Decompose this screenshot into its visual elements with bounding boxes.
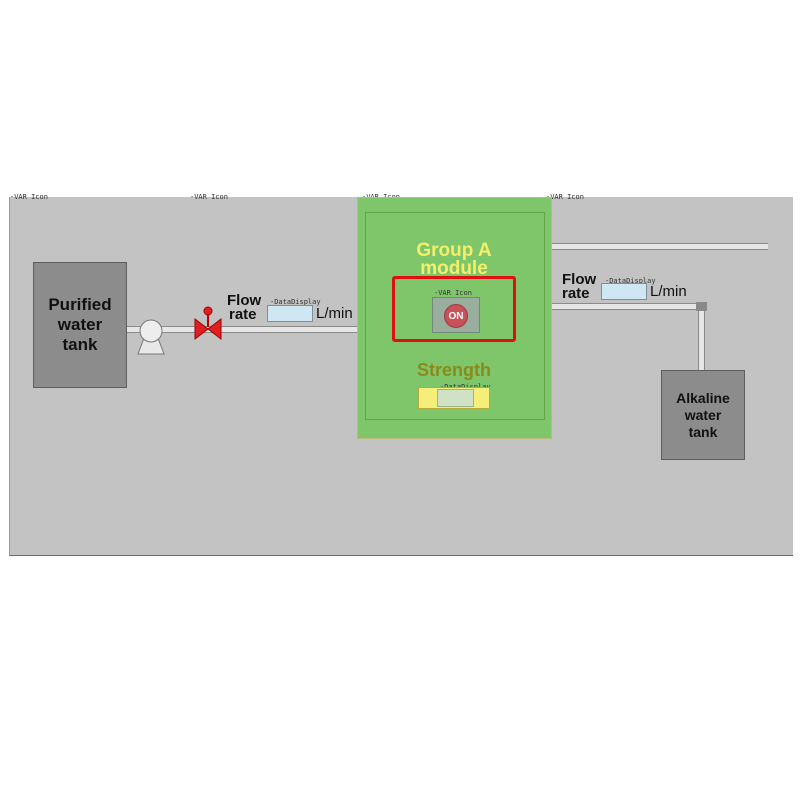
selection-highlight [392,276,516,342]
valve-icon[interactable] [193,305,223,343]
on-button[interactable]: ON [444,304,468,328]
module-title-line: module [420,258,488,279]
flow-label-line: rate [562,285,590,302]
tank-label: water [57,315,103,334]
pipe-elbow [696,302,707,311]
module-title-line: Group A [416,240,492,261]
strength-value-box [437,389,474,407]
module-title: Group A module [365,238,543,282]
tank-label: Purified [48,295,112,314]
purified-water-tank: Purified water tank [33,262,127,388]
flow-rate-label: Flow rate [227,292,262,323]
pump-icon[interactable] [132,318,170,358]
inlet-pipe [126,326,358,333]
tank-label: tank [688,423,718,440]
alkaline-water-tank: Alkaline water tank [661,370,745,460]
tank-label: water [684,406,722,423]
tank-label: tank [62,335,98,354]
strength-label: Strength [417,360,491,380]
module-frame [365,212,545,420]
var-icon-tag: -VAR Icon [190,193,228,201]
flow-rate-display-outlet[interactable] [601,283,647,300]
data-display-tag: -DataDisplay [270,298,321,306]
flow-label-line: rate [229,306,257,323]
tank-label: Alkaline [676,389,730,406]
var-icon-tag: -VAR Icon [434,289,472,297]
flow-unit: L/min [650,283,687,300]
var-icon-tag: -VAR Icon [10,193,48,201]
lower-outlet-pipe [550,303,706,310]
downpipe [698,305,705,371]
flow-label-line: Flow [562,271,597,288]
flow-unit: L/min [316,305,353,322]
flow-rate-display-inlet[interactable] [267,305,313,322]
flow-rate-label: Flow rate [562,271,597,302]
var-icon-tag: -VAR Icon [546,193,584,201]
data-display-tag: -DataDisplay [605,277,656,285]
flow-label-line: Flow [227,292,262,309]
upper-outlet-pipe [550,243,768,250]
